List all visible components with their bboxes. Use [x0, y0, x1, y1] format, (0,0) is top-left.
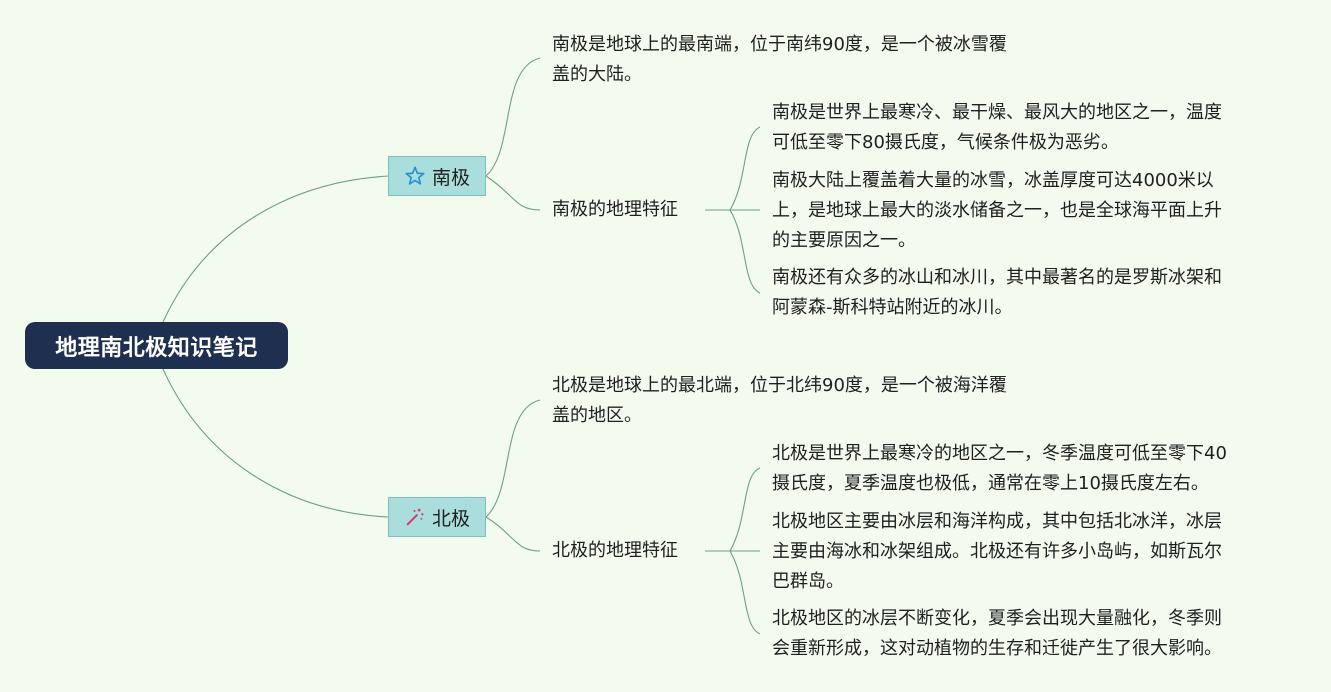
north-feature-3-line: 北极地区的冰层不断变化，夏季会出现大量融化，冬季则 [772, 608, 1222, 629]
connector-north-summary [485, 399, 541, 518]
north-feature-2-line: 巴群岛。 [772, 571, 844, 592]
connector-south-feature-1 [729, 126, 761, 211]
north-feature-2-line: 主要由海冰和冰架组成。北极还有许多小岛屿，如斯瓦尔 [772, 541, 1222, 562]
south-feature-1-line: 可低至零下80摄氏度，气候条件极为恶劣。 [772, 132, 1119, 153]
connector-south-feature-3 [729, 209, 761, 294]
north-feature-1-line: 北极是世界上最寒冷的地区之一，冬季温度可低至零下40 [772, 443, 1227, 464]
connector-north-feature-1 [729, 467, 761, 552]
connector-root-north [162, 368, 389, 518]
connector-north-features [485, 516, 541, 552]
south-feature-3-line: 阿蒙森-斯科特站附近的冰川。 [772, 297, 1013, 318]
magic-wand-icon [406, 508, 424, 526]
north-feature-3-line: 会重新形成，这对动植物的生存和迁徙产生了很大影响。 [772, 638, 1222, 659]
south-feature-2-line: 上，是地球上最大的淡水储备之一，也是全球海平面上升 [772, 200, 1222, 221]
south-feature-label-text: 南极的地理特征 [552, 199, 678, 220]
connector-north-feature-3 [729, 550, 761, 635]
branch-label-south: 南极 [431, 166, 470, 189]
south-feature-3-line: 南极还有众多的冰山和冰川，其中最著名的是罗斯冰架和 [772, 267, 1222, 288]
north-feature-label[interactable]: 北极的地理特征 [552, 536, 678, 566]
south-feature-3[interactable]: 南极还有众多的冰山和冰川，其中最著名的是罗斯冰架和 阿蒙森-斯科特站附近的冰川。 [772, 263, 1222, 323]
north-feature-2[interactable]: 北极地区主要由冰层和海洋构成，其中包括北冰洋，冰层 主要由海冰和冰架组成。北极还… [772, 507, 1222, 597]
south-summary-line: 南极是地球上的最南端，位于南纬90度，是一个被冰雪覆 [552, 34, 1007, 55]
north-summary-line: 北极是地球上的最北端，位于北纬90度，是一个被海洋覆 [552, 375, 1007, 396]
star-icon [405, 166, 425, 185]
south-feature-label[interactable]: 南极的地理特征 [552, 195, 678, 225]
connector-south-summary [485, 57, 541, 177]
south-feature-2-line: 的主要原因之一。 [772, 230, 916, 251]
south-feature-2-line: 南极大陆上覆盖着大量的冰雪，冰盖厚度可达4000米以 [772, 170, 1214, 191]
branch-label-north: 北极 [431, 507, 470, 530]
branch-topic-south[interactable]: 南极 [388, 156, 486, 196]
north-summary-line: 盖的地区。 [552, 405, 642, 426]
north-feature-2-line: 北极地区主要由冰层和海洋构成，其中包括北冰洋，冰层 [772, 511, 1222, 532]
north-summary[interactable]: 北极是地球上的最北端，位于北纬90度，是一个被海洋覆 盖的地区。 [552, 371, 1007, 431]
connector-root-south [162, 175, 389, 323]
south-feature-1-line: 南极是世界上最寒冷、最干燥、最风大的地区之一，温度 [772, 102, 1222, 123]
south-feature-1[interactable]: 南极是世界上最寒冷、最干燥、最风大的地区之一，温度 可低至零下80摄氏度，气候条… [772, 98, 1222, 158]
branch-topic-north[interactable]: 北极 [388, 497, 486, 537]
root-title: 地理南北极知识笔记 [55, 335, 258, 361]
root-topic[interactable]: 地理南北极知识笔记 [25, 322, 288, 369]
south-summary-line: 盖的大陆。 [552, 64, 642, 85]
connector-south-features [485, 175, 541, 211]
north-feature-1[interactable]: 北极是世界上最寒冷的地区之一，冬季温度可低至零下40 摄氏度，夏季温度也极低，通… [772, 439, 1227, 499]
south-summary[interactable]: 南极是地球上的最南端，位于南纬90度，是一个被冰雪覆 盖的大陆。 [552, 30, 1007, 90]
north-feature-label-text: 北极的地理特征 [552, 540, 678, 561]
south-feature-2[interactable]: 南极大陆上覆盖着大量的冰雪，冰盖厚度可达4000米以 上，是地球上最大的淡水储备… [772, 166, 1222, 256]
north-feature-1-line: 摄氏度，夏季温度也极低，通常在零上10摄氏度左右。 [772, 473, 1209, 494]
north-feature-3[interactable]: 北极地区的冰层不断变化，夏季会出现大量融化，冬季则 会重新形成，这对动植物的生存… [772, 604, 1222, 664]
